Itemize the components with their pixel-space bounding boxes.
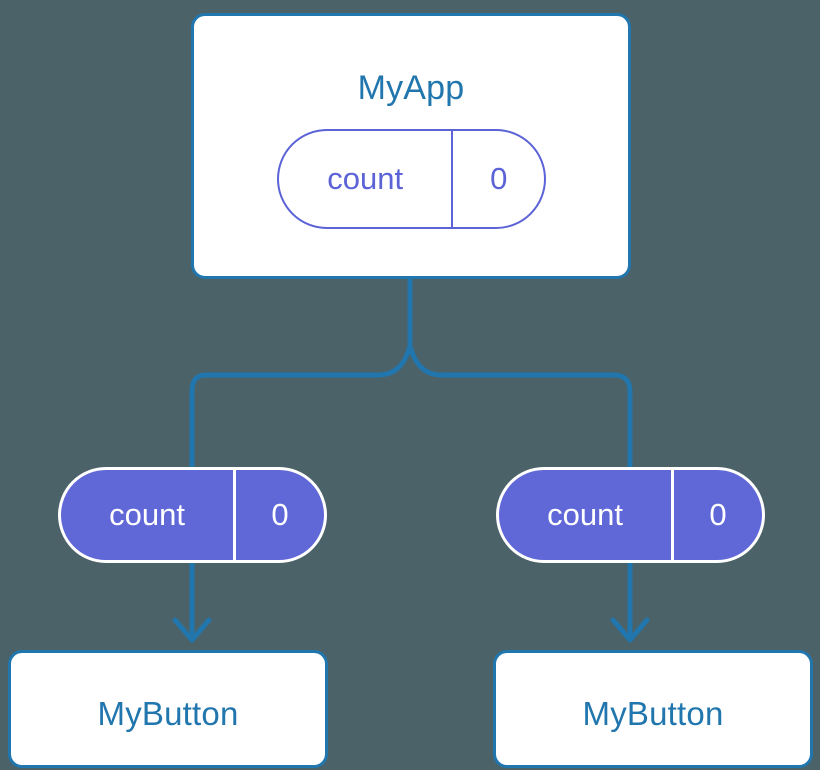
props-pill-right-key: count <box>547 497 623 532</box>
state-pill-count[interactable]: count 0 <box>277 129 546 229</box>
component-card-mybutton-left[interactable]: MyButton <box>8 650 328 768</box>
props-pill-right-value: 0 <box>671 470 762 560</box>
connector-fork-to-props-right <box>407 345 633 478</box>
props-pill-left-key: count <box>109 497 185 532</box>
arrowhead-left-icon <box>172 617 212 643</box>
component-title-mybutton-left: MyButton <box>97 695 239 732</box>
arrowhead-right-icon <box>610 617 650 643</box>
connector-fork-to-props-left <box>189 345 413 478</box>
component-title-mybutton-right: MyButton <box>582 695 724 732</box>
state-pill-value: 0 <box>451 131 544 227</box>
component-title-myapp: MyApp <box>357 69 465 107</box>
state-pill-key: count <box>327 161 404 196</box>
component-card-mybutton-right[interactable]: MyButton <box>493 650 813 768</box>
props-pill-left-value: 0 <box>233 470 324 560</box>
props-pill-left[interactable]: count 0 <box>58 467 327 563</box>
props-pill-right[interactable]: count 0 <box>496 467 765 563</box>
